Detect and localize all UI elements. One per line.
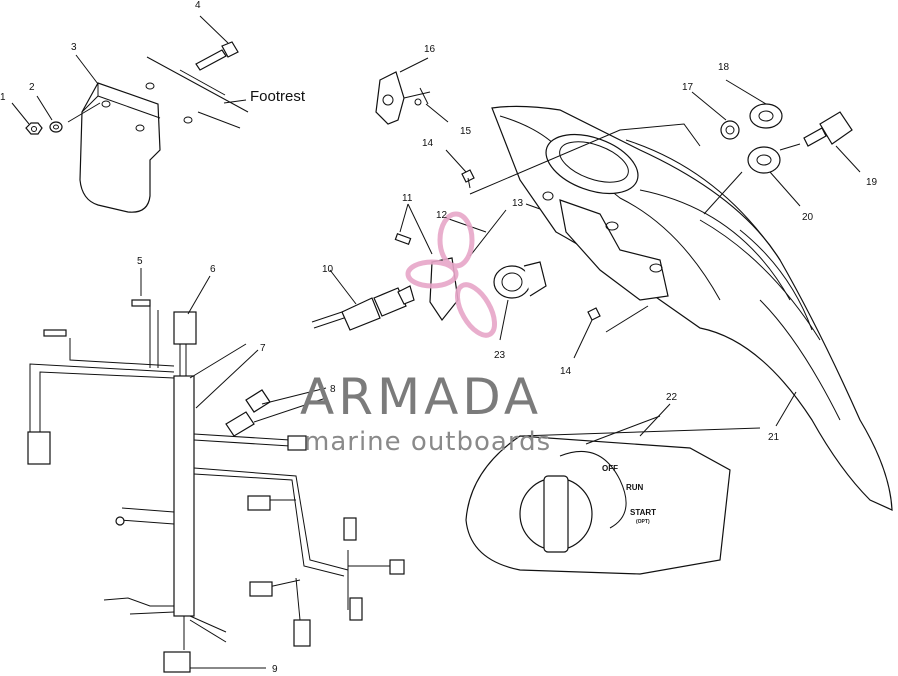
connector-part-23 — [493, 261, 547, 299]
callout-21: 21 — [768, 432, 780, 443]
callout-14-upper: 14 — [422, 138, 434, 149]
nut-part-1 — [25, 122, 43, 135]
bolt-part-4 — [195, 41, 239, 71]
callout-3: 3 — [71, 42, 77, 53]
logo-petal — [437, 211, 475, 269]
callout-4: 4 — [195, 0, 201, 11]
callout-12: 12 — [436, 210, 448, 221]
wiring-harness — [27, 268, 405, 673]
fasteners — [375, 57, 601, 359]
callout-2: 2 — [29, 82, 35, 93]
switch-opt-label: (OPT) — [636, 519, 650, 525]
switch-start-label: START — [630, 508, 656, 517]
callout-17: 17 — [682, 82, 694, 93]
callout-15: 15 — [460, 126, 472, 137]
callout-23: 23 — [494, 350, 506, 361]
callout-6: 6 — [210, 264, 216, 275]
callout-10: 10 — [322, 264, 334, 275]
grommet-part-18 — [749, 103, 783, 129]
connector-part-6 — [173, 311, 197, 345]
watermark-brand: ARMADA — [300, 368, 542, 426]
callout-11: 11 — [402, 193, 413, 204]
pin-part-11 — [394, 233, 412, 245]
key-parts — [691, 79, 861, 215]
footrest-label: Footrest — [250, 88, 306, 105]
footrest-bracket-part-3 — [79, 82, 161, 213]
harness-trunk-part-7 — [173, 375, 195, 617]
armada-logo — [405, 211, 498, 338]
switch-detail-inset — [465, 403, 761, 575]
callout-8: 8 — [330, 384, 336, 395]
callout-14-lower: 14 — [560, 366, 572, 377]
callout-1: 1 — [0, 92, 6, 103]
switch-run-label: RUN — [626, 483, 644, 492]
switch-body-part-10 — [341, 297, 381, 331]
callout-18: 18 — [718, 62, 730, 73]
switch-off-label: OFF — [602, 464, 618, 473]
connector-part-5 — [131, 299, 151, 307]
lockwasher-part-17 — [720, 120, 740, 140]
washer-part-2 — [49, 121, 63, 133]
console-part-21 — [469, 105, 893, 511]
ignition-switch-group — [311, 203, 555, 341]
callout-16: 16 — [424, 44, 436, 55]
nut-part-20 — [747, 146, 781, 174]
callout-13: 13 — [512, 198, 524, 209]
connector-part-9 — [163, 651, 191, 673]
callout-7: 7 — [260, 343, 266, 354]
bracket-part-16 — [375, 71, 405, 125]
footrest-assembly — [11, 15, 249, 213]
callout-19: 19 — [866, 177, 878, 188]
callout-9: 9 — [272, 664, 278, 675]
callout-5: 5 — [137, 256, 143, 267]
watermark-tagline: marine outboards — [304, 427, 551, 457]
callout-22: 22 — [666, 392, 678, 403]
connector-part-8 — [225, 389, 271, 437]
key-part-19 — [803, 111, 853, 147]
callout-20: 20 — [802, 212, 814, 223]
